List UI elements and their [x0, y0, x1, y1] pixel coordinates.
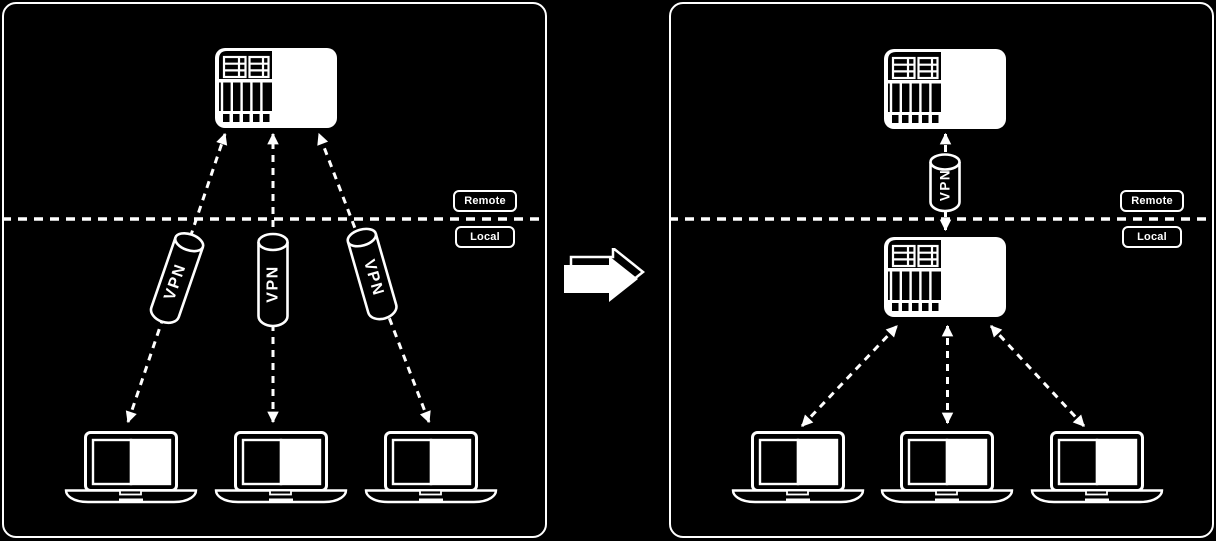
laptop-icon: [1030, 431, 1164, 504]
local-server-icon: [884, 237, 1006, 317]
laptop-icon: [731, 431, 865, 504]
vpn-connection-line: [125, 132, 228, 424]
vpn-tunnel-label: VPN: [265, 265, 282, 302]
remote-server-icon: [215, 48, 337, 128]
laptop-icon: [364, 431, 498, 504]
laptop-icon: [214, 431, 348, 504]
after-panel: Remote Local VPN: [669, 2, 1214, 538]
vpn-tunnel: VPN: [928, 152, 962, 219]
local-label: Local: [1122, 226, 1182, 248]
lan-connection-line: [800, 324, 899, 428]
local-label: Local: [455, 226, 515, 248]
laptop-icon: [880, 431, 1014, 504]
vpn-tunnel-label: VPN: [938, 169, 953, 201]
remote-label: Remote: [1120, 190, 1184, 212]
vpn-tunnel: VPN: [256, 231, 290, 334]
lan-connection-line: [989, 324, 1086, 428]
remote-label: Remote: [453, 190, 517, 212]
before-panel: Remote Local VPN VPN VPN: [2, 2, 547, 538]
laptop-icon: [64, 431, 198, 504]
remote-server-icon: [884, 49, 1006, 129]
transition-block-arrow-right-icon: [562, 248, 646, 304]
after-panel-connections: [671, 132, 1211, 428]
